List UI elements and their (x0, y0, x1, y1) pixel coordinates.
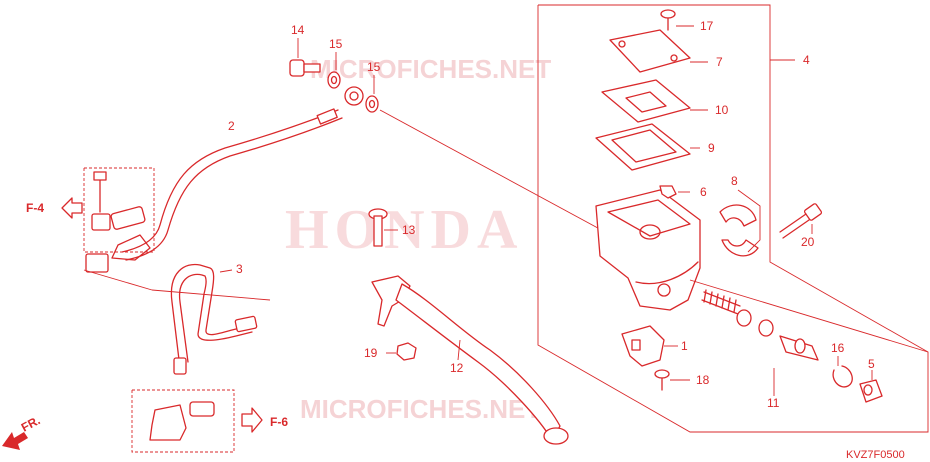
callout-5: 5 (868, 357, 875, 371)
callout-15a: 15 (329, 37, 343, 51)
ref-f6-label: F-6 (270, 415, 288, 429)
callout-3: 3 (236, 262, 243, 276)
callout-14: 14 (291, 23, 305, 37)
screw-18 (654, 369, 690, 391)
watermark-brand: HONDA (285, 199, 523, 261)
callout-13: 13 (402, 223, 416, 237)
master-cylinder-body (595, 189, 701, 311)
callout-8: 8 (731, 174, 738, 188)
assembly-box-4 (537, 4, 929, 433)
pivot-bolt-13 (368, 208, 398, 247)
sealing-washer-15b (365, 75, 379, 113)
set-plate-10 (601, 79, 708, 123)
callout-7: 7 (716, 55, 723, 69)
callout-10: 10 (715, 103, 729, 117)
diagram-code: KVZ7F0500 (846, 449, 905, 461)
callout-16: 16 (831, 341, 845, 355)
brake-hose-2 (111, 86, 364, 261)
pivot-nut-19 (386, 342, 417, 361)
front-direction-arrow: FR. (2, 413, 42, 450)
watermark-top: MICROFICHES.NET (310, 54, 551, 84)
callout-19: 19 (364, 346, 378, 360)
reservoir-cap-7 (609, 29, 708, 73)
ref-f4-label: F-4 (26, 201, 44, 215)
callout-12: 12 (450, 361, 464, 375)
stop-switch-1 (621, 325, 678, 367)
banjo-bolt-14 (289, 38, 321, 77)
boot-5 (859, 370, 883, 403)
ref-box-f4: F-4 (26, 167, 155, 291)
leader-washer-to-master (379, 109, 621, 241)
callout-4: 4 (803, 53, 810, 67)
callout-9: 9 (708, 141, 715, 155)
callout-17: 17 (700, 19, 714, 33)
circlip-16 (832, 356, 853, 388)
watermark-bottom: MICROFICHES.NET (300, 394, 541, 424)
callout-20: 20 (801, 235, 815, 249)
callout-15b: 15 (367, 60, 381, 74)
callout-2: 2 (228, 119, 235, 133)
callout-6: 6 (700, 185, 707, 199)
ref-box-f6: F-6 (131, 389, 288, 453)
piston-set-11 (689, 279, 929, 396)
screw-17 (660, 9, 694, 31)
front-label: FR. (19, 413, 43, 434)
holder-8 (719, 189, 761, 257)
brake-lever-12 (371, 275, 569, 445)
diaphragm-9 (595, 123, 700, 171)
brake-pipe-3 (151, 263, 271, 375)
screw-6 (659, 185, 690, 199)
callout-11: 11 (767, 396, 780, 410)
bolt-20 (779, 203, 823, 239)
sealing-washer-15a (327, 52, 341, 89)
callout-18: 18 (696, 373, 710, 387)
callout-1: 1 (681, 339, 688, 353)
